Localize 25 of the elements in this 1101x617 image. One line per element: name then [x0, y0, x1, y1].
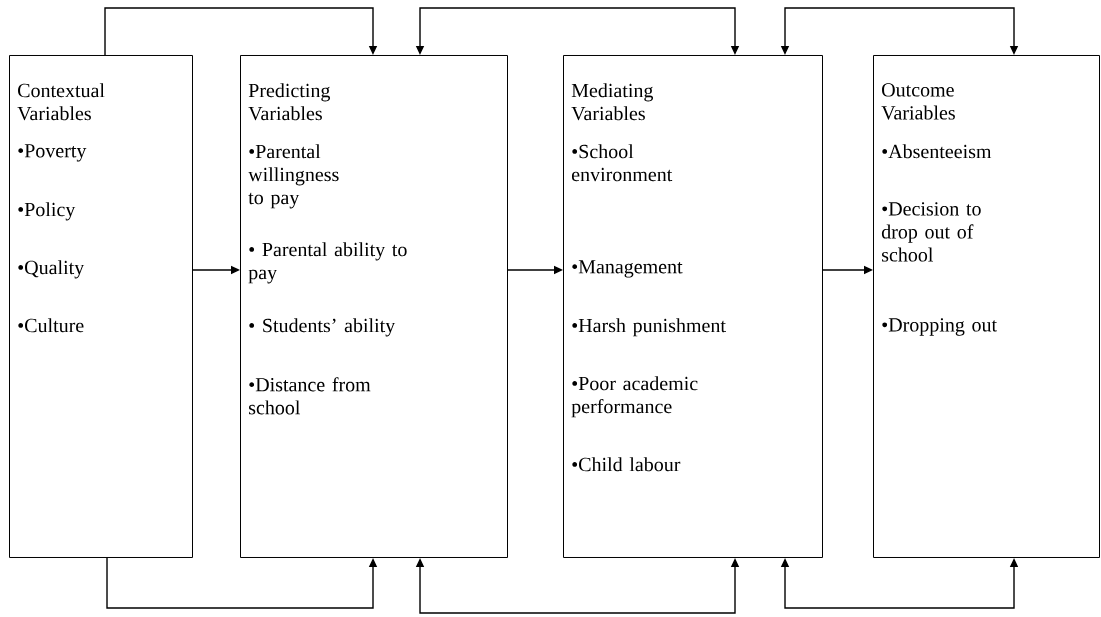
list-item: • Parental ability to pay [248, 242, 407, 284]
heading: Mediating Variables [571, 83, 654, 121]
list-item: •Policy [18, 202, 76, 221]
list-item: •Absenteeism [882, 144, 992, 159]
list-item: •Parental willingness to pay [248, 144, 339, 209]
list-item: •Management [572, 260, 683, 278]
heading: Outcome Variables [881, 83, 955, 120]
list-item: •Child labour [572, 457, 681, 472]
variable-box [563, 55, 823, 558]
heading: Predicting Variables [248, 83, 331, 121]
heading: Contextual Variables [17, 83, 105, 121]
list-item: • Students’ ability [249, 318, 396, 337]
variable-box [240, 55, 508, 558]
list-item: •Dropping out [882, 318, 997, 336]
variable-box [873, 55, 1100, 558]
variable-box [9, 55, 193, 558]
list-item: •Culture [18, 318, 84, 333]
list-item: •Decision to drop out of school [881, 202, 981, 262]
list-item: •Poverty [18, 144, 87, 162]
list-item: •School environment [572, 144, 673, 182]
arrow [104, 7, 378, 56]
list-item: •Poor academic performance [571, 376, 698, 418]
list-item: •Harsh punishment [572, 318, 726, 337]
list-item: •Quality [18, 260, 85, 279]
list-item: •Distance from school [249, 377, 371, 415]
